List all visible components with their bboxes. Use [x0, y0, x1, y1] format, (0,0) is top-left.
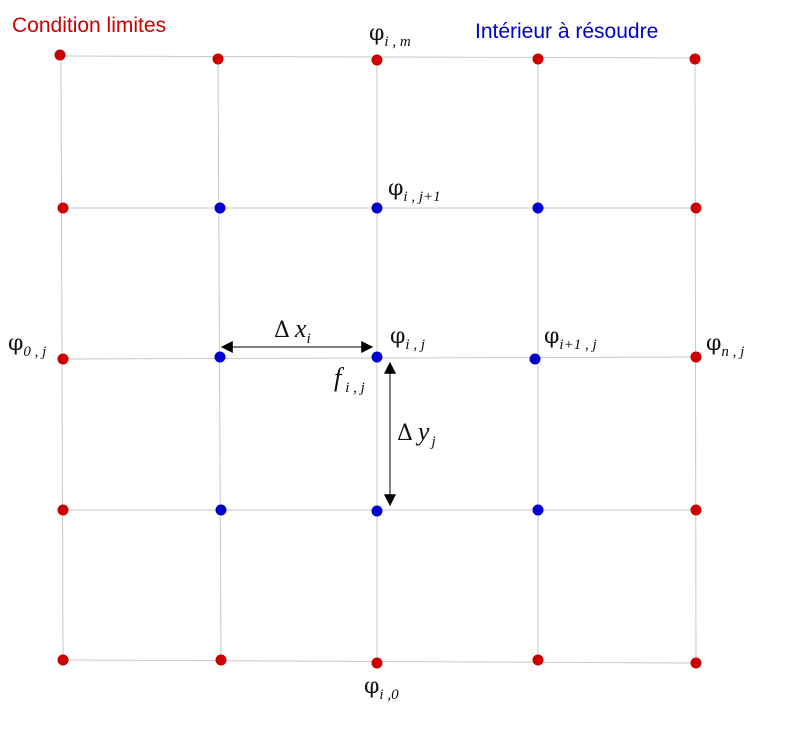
phi-i-plus-1-j-label: φi+1 , j	[544, 324, 597, 353]
interior-node	[215, 504, 227, 516]
boundary-node	[215, 654, 227, 666]
boundary-nodes	[54, 49, 702, 669]
phi-i-m-label: φi , m	[369, 21, 411, 50]
boundary-node	[371, 54, 383, 66]
interior-node	[371, 505, 383, 517]
phi-i-j-label: φi , j	[390, 324, 425, 353]
boundary-node	[532, 53, 544, 65]
interior-node	[371, 351, 383, 363]
boundary-node	[690, 202, 702, 214]
boundary-node	[690, 504, 702, 516]
interior-node	[214, 351, 226, 363]
boundary-node	[57, 353, 69, 365]
boundary-node	[54, 49, 66, 61]
boundary-node	[690, 351, 702, 363]
phi-i-0-label: φi ,0	[364, 674, 399, 703]
interior-node	[371, 202, 383, 214]
interior-node	[532, 504, 544, 516]
interior-node	[214, 202, 226, 214]
boundary-node	[690, 657, 702, 669]
boundary-node	[57, 654, 69, 666]
interior-nodes	[214, 202, 544, 517]
boundary-legend: Condition limites	[12, 14, 166, 37]
interior-node	[532, 202, 544, 214]
boundary-node	[689, 53, 701, 65]
phi-n-j-label: φn , j	[706, 331, 744, 360]
boundary-node	[57, 202, 69, 214]
boundary-node	[532, 654, 544, 666]
boundary-node	[212, 53, 224, 65]
boundary-node	[371, 657, 383, 669]
interior-node	[529, 353, 541, 365]
interior-legend: Intérieur à résoudre	[475, 20, 658, 43]
phi-i-j-plus-1-label: φi , j+1	[388, 176, 441, 205]
phi-0-j-label: φ0 , j	[8, 331, 46, 360]
boundary-node	[57, 504, 69, 516]
